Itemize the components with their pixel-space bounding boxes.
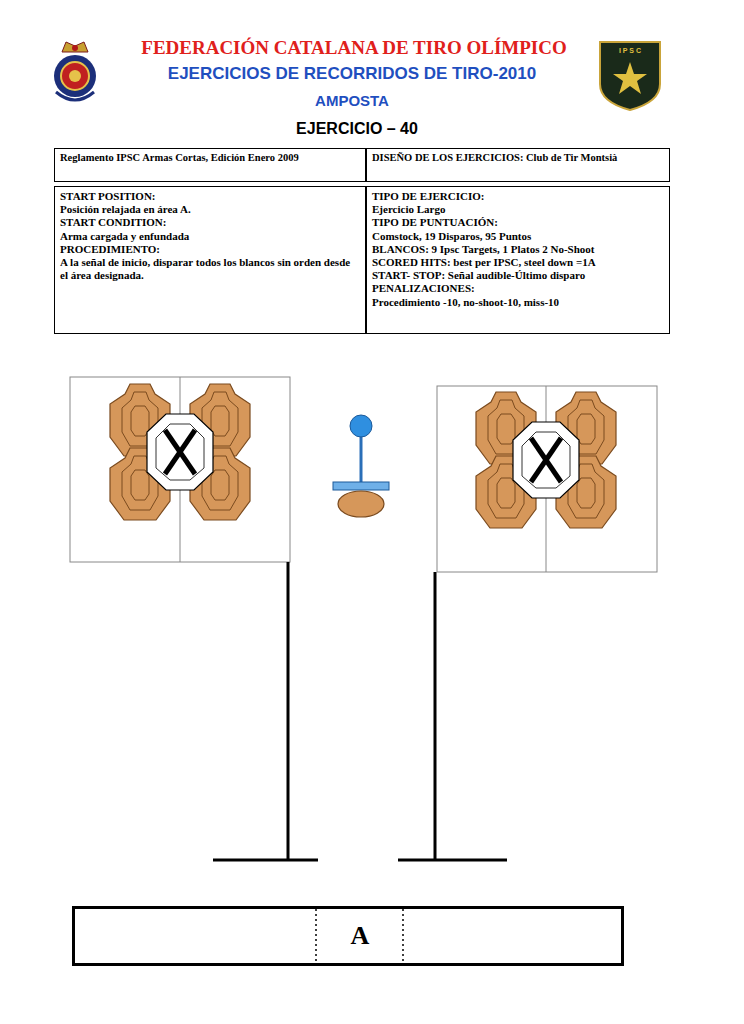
federation-title: FEDERACIÓN CATALANA DE TIRO OLÍMPICO	[141, 37, 566, 59]
cell-text: START POSITION:	[60, 190, 360, 203]
rules-cell: Reglamento IPSC Armas Cortas, Edición En…	[54, 148, 366, 182]
cell-text: Reglamento IPSC Armas Cortas, Edición En…	[60, 152, 360, 165]
target-array-left	[70, 377, 290, 562]
cell-text: SCORED HITS: best per IPSC, steel down =…	[372, 256, 664, 269]
scoring-cell: TIPO DE EJERCICIO:Ejercicio LargoTIPO DE…	[366, 186, 670, 334]
cell-text: Comstock, 19 Disparos, 95 Puntos	[372, 230, 664, 243]
ipsc-badge	[600, 42, 660, 110]
target-array-right	[437, 386, 657, 572]
procedure-cell: START POSITION:Posición relajada en área…	[54, 186, 366, 334]
exercise-number: EJERCICIO – 40	[296, 120, 418, 138]
cell-text: TIPO DE EJERCICIO:	[372, 190, 664, 203]
wall-right	[398, 572, 507, 860]
design-cell: DISEÑO DE LOS EJERCICIOS: Club de Tir Mo…	[366, 148, 670, 182]
shooting-area-box: A	[72, 906, 624, 966]
cell-text: BLANCOS: 9 Ipsc Targets, 1 Platos 2 No-S…	[372, 243, 664, 256]
badge-text: I P S C	[619, 47, 641, 54]
cell-text: TIPO DE PUNTUACIÓN:	[372, 216, 664, 229]
cell-text: PROCEDIMIENTO:	[60, 243, 360, 256]
series-heading: EJERCICIOS DE RECORRIDOS DE TIRO-2010	[168, 64, 536, 84]
cell-text: Procedimiento -10, no-shoot-10, miss-10	[372, 296, 664, 309]
federation-crest	[54, 42, 96, 100]
cell-text: A la señal de inicio, disparar todos los…	[60, 256, 360, 282]
cell-text: PENALIZACIONES:	[372, 282, 664, 295]
cell-text: DISEÑO DE LOS EJERCICIOS: Club de Tir Mo…	[372, 152, 664, 165]
cell-text: Ejercicio Largo	[372, 203, 664, 216]
steel-popper	[333, 415, 389, 517]
area-letter: A	[351, 920, 370, 951]
cell-text: Arma cargada y enfundada	[60, 230, 360, 243]
venue-name: AMPOSTA	[315, 92, 389, 109]
wall-left	[213, 562, 318, 860]
cell-text: Posición relajada en área A.	[60, 203, 360, 216]
area-dividers	[316, 909, 403, 963]
cell-text: START CONDITION:	[60, 216, 360, 229]
cell-text: START- STOP: Señal audible-Último dispar…	[372, 269, 664, 282]
